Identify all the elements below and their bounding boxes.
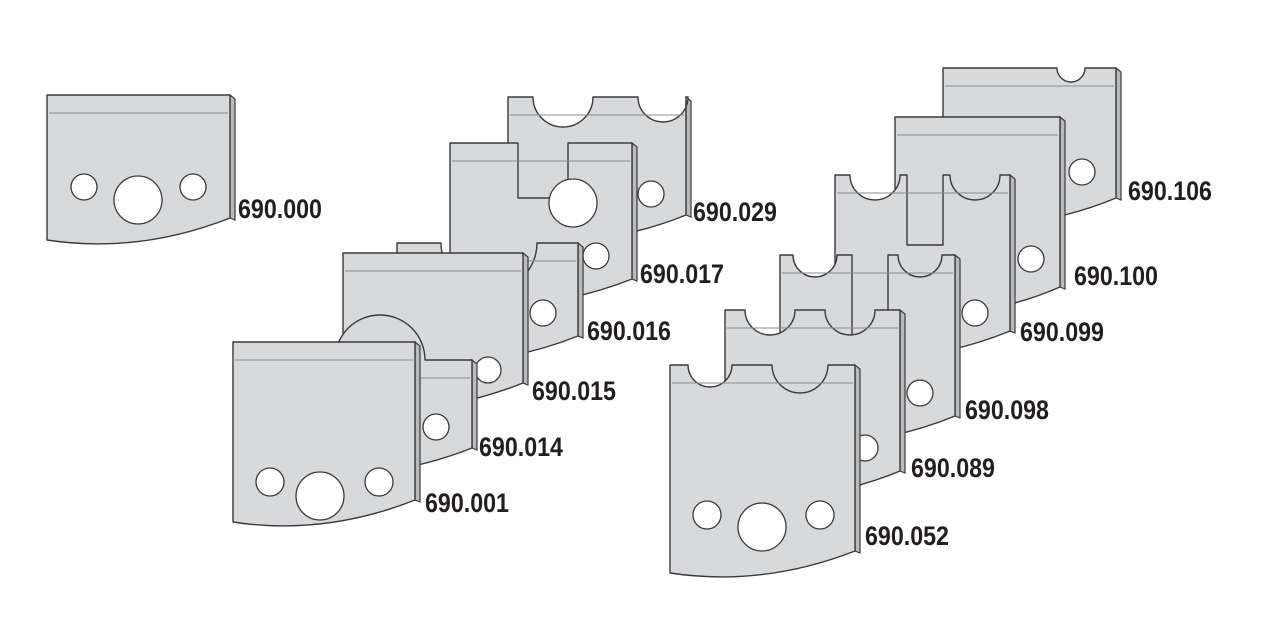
knife-edge-690-001 xyxy=(414,340,421,503)
mounting-hole-690-000 xyxy=(113,175,163,225)
knife-edge-690-015 xyxy=(522,251,529,386)
label-690-089: 690.089 xyxy=(911,453,995,483)
knife-edge-690-017 xyxy=(631,141,638,282)
mounting-hole-690-015 xyxy=(474,356,502,384)
label-690-029: 690.029 xyxy=(693,197,777,227)
knife-edge-690-014 xyxy=(471,358,478,451)
mounting-hole-690-052 xyxy=(737,502,787,552)
knife-edge-690-089 xyxy=(899,308,906,474)
knife-edge-690-098 xyxy=(954,253,961,419)
mounting-hole-690-100 xyxy=(1017,245,1045,273)
label-690-099: 690.099 xyxy=(1020,317,1104,347)
knife-edge-690-099 xyxy=(1009,173,1016,334)
label-690-052: 690.052 xyxy=(865,521,949,551)
mounting-hole-690-106 xyxy=(1068,158,1096,186)
mounting-hole-690-016 xyxy=(529,299,557,327)
mounting-hole-690-029 xyxy=(637,180,665,208)
label-690-098: 690.098 xyxy=(965,395,1049,425)
label-690-106: 690.106 xyxy=(1128,176,1212,206)
mounting-hole-690-017 xyxy=(582,242,610,270)
mounting-hole-690-001 xyxy=(255,467,285,497)
mounting-hole-690-098 xyxy=(906,379,934,407)
mounting-hole-690-014 xyxy=(422,413,450,441)
label-690-100: 690.100 xyxy=(1074,261,1158,291)
label-690-000: 690.000 xyxy=(238,194,322,224)
knife-edge-690-016 xyxy=(577,241,584,339)
knife-edge-690-000 xyxy=(229,93,236,221)
label-690-001: 690.001 xyxy=(425,488,509,518)
knife-edge-690-106 xyxy=(1115,66,1122,201)
label-690-016: 690.016 xyxy=(587,316,671,346)
mounting-hole-690-052 xyxy=(805,500,835,530)
knife-edge-690-029 xyxy=(685,95,692,218)
label-690-015: 690.015 xyxy=(532,376,616,406)
mounting-hole-690-000 xyxy=(70,173,98,201)
mounting-hole-690-001 xyxy=(295,471,345,521)
knife-edge-690-100 xyxy=(1059,115,1066,290)
mounting-hole-690-000 xyxy=(179,173,207,201)
mounting-hole-690-052 xyxy=(692,500,722,530)
mounting-hole-690-099 xyxy=(961,299,989,327)
label-690-017: 690.017 xyxy=(640,259,724,289)
mounting-hole-690-001 xyxy=(364,467,394,497)
knife-edge-690-052 xyxy=(854,363,861,554)
label-690-014: 690.014 xyxy=(479,432,563,462)
knife-690-000 xyxy=(46,94,231,245)
mounting-hole-690-017 xyxy=(548,178,598,228)
